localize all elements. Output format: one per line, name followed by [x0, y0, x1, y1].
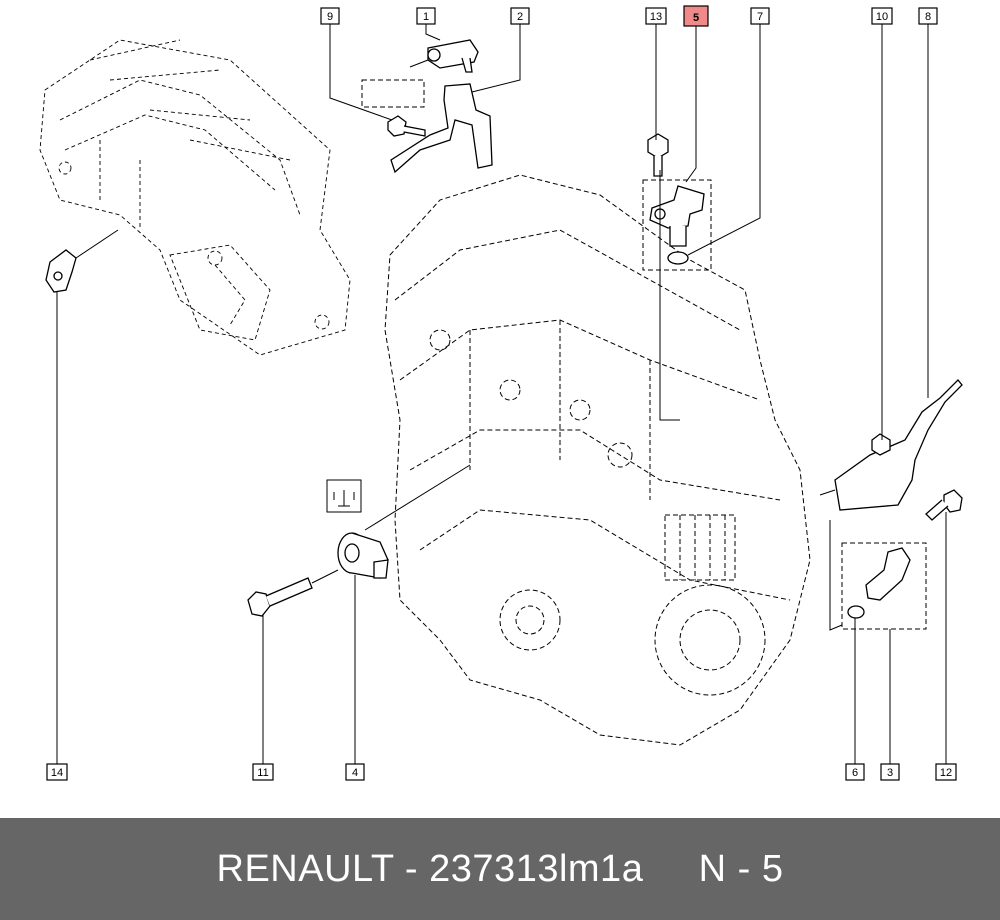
- part-number: 237313lm1a: [429, 847, 644, 890]
- callout-13: 13: [645, 7, 667, 25]
- callout-12: 12: [935, 763, 957, 781]
- part-3-sensor: [829, 520, 927, 631]
- part-reference: RENAULT - 237313lm1a N - 5: [217, 848, 784, 891]
- callout-5-highlight: [683, 5, 709, 27]
- leader-lines: [56, 24, 947, 764]
- callout-5-label: 5: [693, 12, 699, 24]
- callout-11-label: 11: [257, 767, 268, 779]
- callout-6-label: 6: [852, 767, 858, 779]
- part-2-bracket: [390, 83, 493, 174]
- callout-4: 4: [345, 763, 365, 781]
- callout-6: 6: [845, 763, 865, 781]
- part-info-footer: RENAULT - 237313lm1a N - 5: [0, 818, 1000, 920]
- part-9-bolt: [387, 115, 426, 137]
- part-1-sensor: [409, 39, 479, 73]
- callout-12-label: 12: [940, 767, 952, 779]
- part-4-knock-sensor: [326, 464, 471, 579]
- intake-manifold: [39, 39, 351, 356]
- callout-8: 8: [918, 7, 938, 25]
- part-8-bracket: [819, 379, 963, 511]
- part-10-bolt: [871, 433, 891, 456]
- callout-2-label: 2: [517, 11, 523, 23]
- callout-11: 11: [252, 763, 274, 781]
- footer-separator: -: [393, 847, 430, 890]
- exploded-parts-diagram: 9 1 2 13 5 7 10 8 14 11 4 6: [39, 5, 963, 781]
- part-13-bolt: [647, 133, 669, 177]
- callout-9-label: 9: [327, 11, 333, 23]
- callout-8-label: 8: [925, 11, 931, 23]
- part-12-bolt: [925, 489, 963, 521]
- brand-name: RENAULT: [216, 847, 394, 890]
- footer-gap: [643, 848, 698, 890]
- callout-3-label: 3: [887, 767, 893, 779]
- callout-10: 10: [871, 7, 893, 25]
- part-1-hidden-outline: [361, 79, 425, 108]
- callout-9: 9: [320, 7, 340, 25]
- callout-7: 7: [750, 7, 770, 25]
- callout-3: 3: [880, 763, 900, 781]
- part-14-sensor: [45, 229, 119, 293]
- callout-13-label: 13: [650, 11, 662, 23]
- callout-2: 2: [510, 7, 530, 25]
- callout-7-label: 7: [757, 11, 763, 23]
- diagram-position: N - 5: [698, 847, 784, 890]
- callout-1: 1: [416, 7, 436, 25]
- engine-block: [384, 174, 811, 746]
- callout-5: 5: [683, 5, 709, 27]
- callout-4-label: 4: [352, 767, 358, 779]
- callout-1-label: 1: [423, 11, 429, 23]
- callout-14: 14: [46, 763, 68, 781]
- part-5-sensor: [642, 179, 712, 271]
- part-11-bolt: [247, 569, 339, 617]
- callout-10-label: 10: [876, 11, 888, 23]
- callout-14-label: 14: [51, 767, 63, 779]
